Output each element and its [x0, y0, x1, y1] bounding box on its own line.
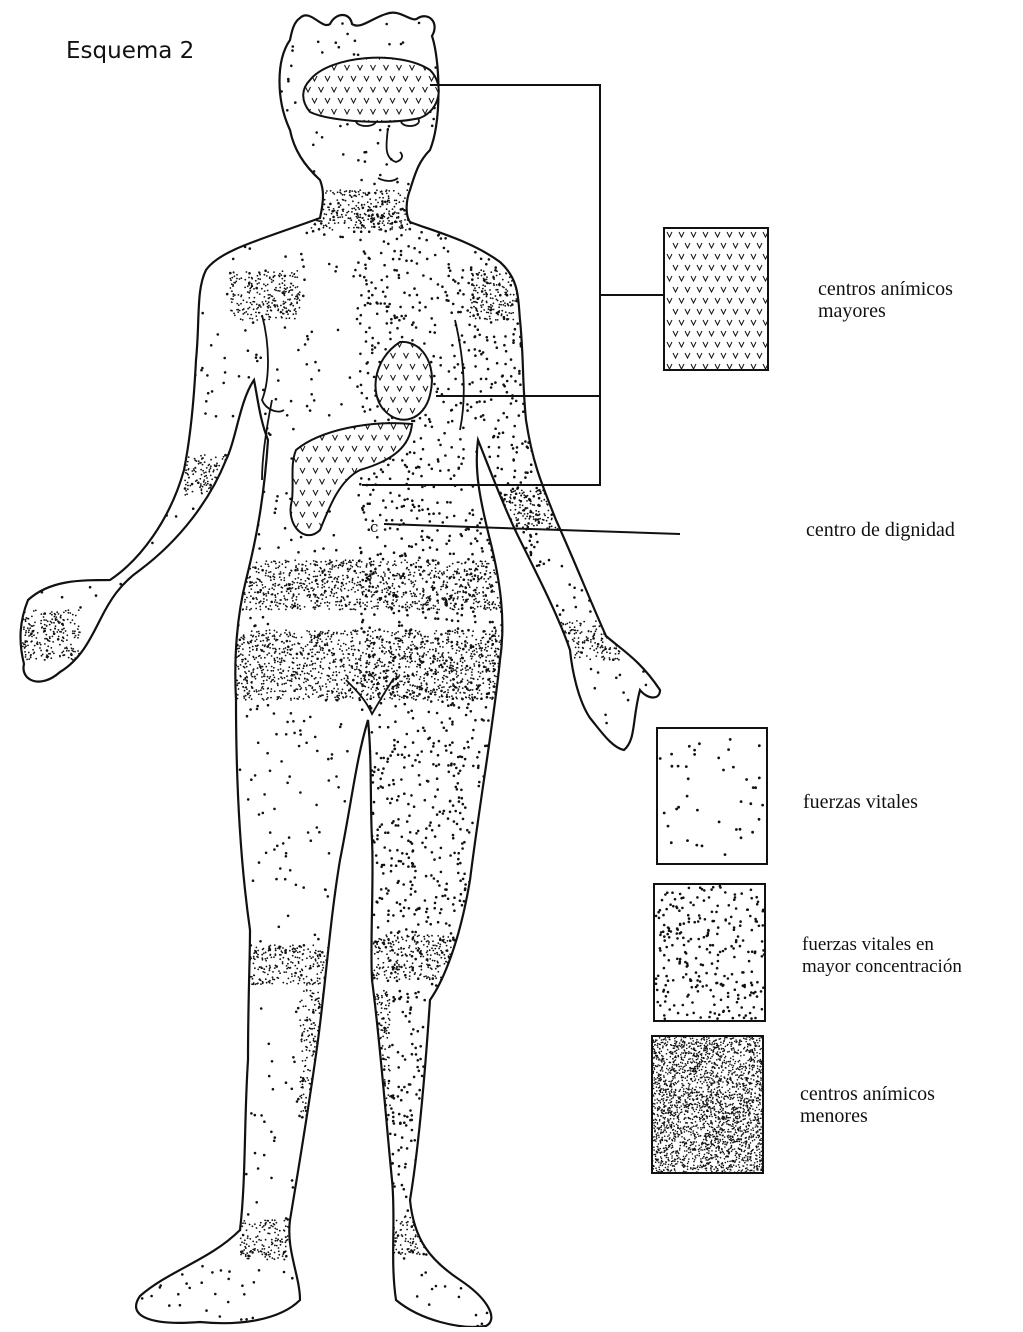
legend-label-line: mayor concentración: [802, 956, 962, 978]
legend-label-fuerzas-vitales: fuerzas vitales: [803, 791, 918, 813]
swatch-fuerzas-vitales: [657, 728, 767, 864]
legend-label-centros-mayores: centros anímicos mayores: [818, 278, 953, 322]
legend-label-centro-dignidad: centro de dignidad: [806, 519, 955, 541]
legend-label-fuerzas-concentracion: fuerzas vitales en mayor concentración: [802, 934, 962, 978]
legend-label-line: centros anímicos: [818, 278, 953, 300]
legend-label-line: fuerzas vitales: [803, 791, 918, 813]
dignity-center-mark: c: [370, 518, 378, 536]
legend-label-line: menores: [800, 1105, 935, 1127]
body-fill: [21, 13, 660, 1327]
legend-label-line: fuerzas vitales en: [802, 934, 962, 956]
diagram-title: Esquema 2: [66, 38, 194, 64]
legend-label-centros-menores: centros anímicos menores: [800, 1083, 935, 1127]
legend-label-line: centros anímicos: [800, 1083, 935, 1105]
legend-swatches: [651, 228, 768, 1174]
human-figure: [0, 0, 701, 1327]
legend-label-line: mayores: [818, 300, 953, 322]
legend-label-line: centro de dignidad: [806, 519, 955, 541]
